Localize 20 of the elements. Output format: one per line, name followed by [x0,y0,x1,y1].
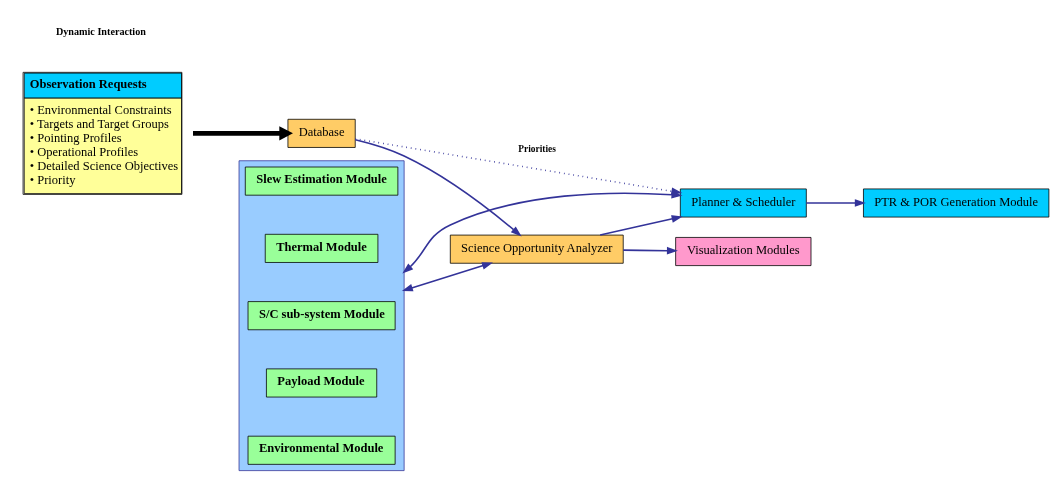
node-box: Database [287,118,356,148]
arrow [599,214,683,236]
node-box: Payload Module [266,368,378,397]
node-box: PTR & POR Generation Module [863,188,1050,217]
node-box: Planner & Scheduler [679,188,807,217]
node-box: Environmental Module [247,435,396,465]
arrow [622,246,678,254]
arrow [354,138,522,236]
node-box: Visualization Modules [675,236,812,266]
node-box: Science Opportunity Analyzer [449,234,624,264]
label: Dynamic Interaction [55,25,146,37]
arrow [354,137,683,195]
cluster [238,159,405,471]
arrow [401,261,493,291]
node-box: Slew Estimation Module [244,166,399,196]
edge-label: Priorities [518,143,556,154]
node-box: Thermal Module [264,233,379,263]
node-box: S/C sub-system Module [247,300,396,330]
arrow [805,198,866,207]
arrow [193,125,293,141]
